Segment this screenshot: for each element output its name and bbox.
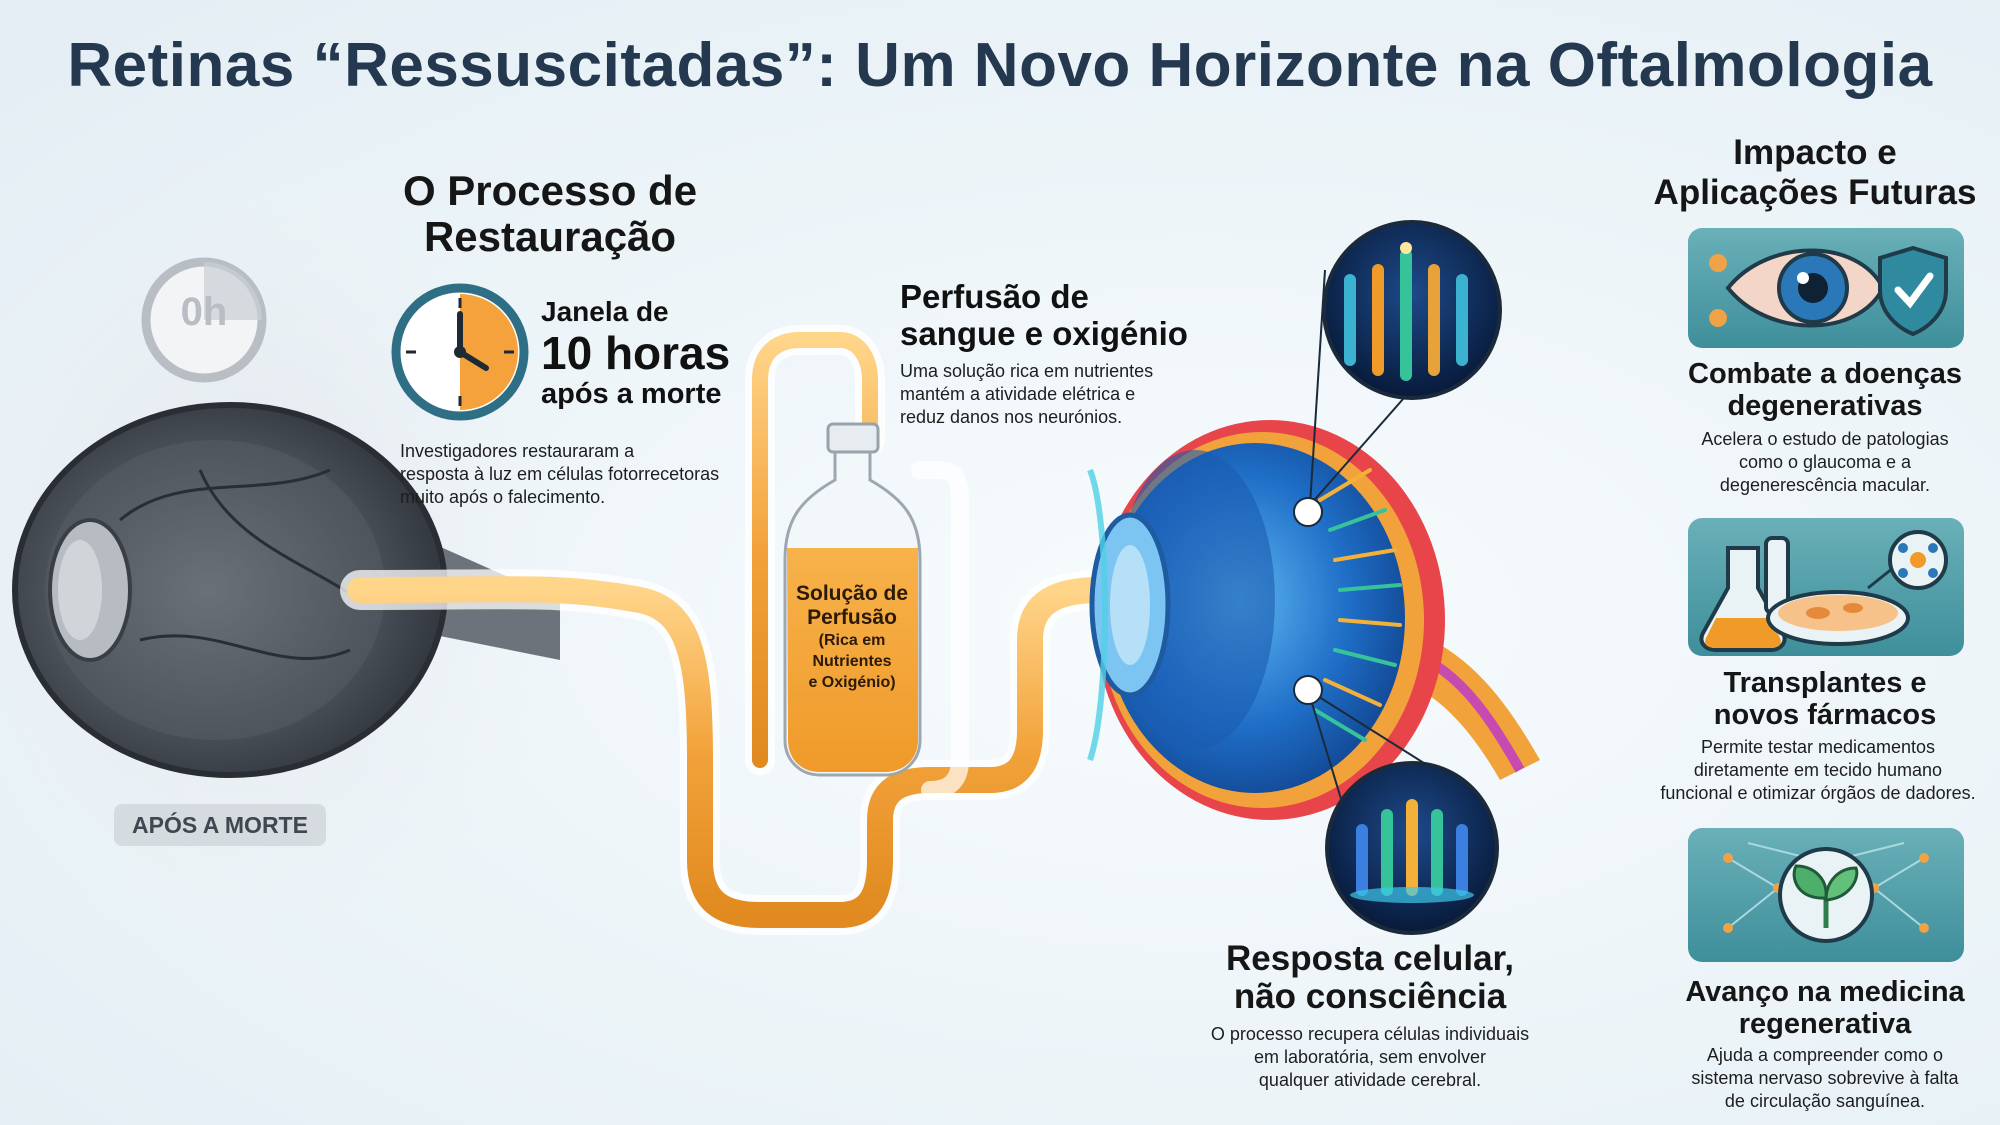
time-window: Janela de 10 horas após a morte [541,296,761,411]
response-description: O processo recupera células individuais … [1170,1023,1570,1092]
process-desc-line1: Investigadores restauraram a [400,441,635,461]
impact-card-regenerative [1688,828,1964,962]
bottle-label-line2: Perfusão [807,606,897,629]
response-desc-line1: O processo recupera células individuais [1210,1024,1530,1044]
after-death-badge-text: APÓS A MORTE [132,812,308,838]
page-title: Retinas “Ressuscitadas”: Um Novo Horizon… [67,31,1933,100]
molecule-icon [1867,530,1948,590]
bottle-label-line3: (Rica em [818,632,886,649]
response-heading-line1: Resposta celular, [1226,939,1514,978]
impact-3-title-line2: regenerativa [1738,1008,1912,1040]
impact-card-2-desc: Permite testar medicamentos diretamente … [1640,736,1996,805]
perfusion-description: Uma solução rica em nutrientes mantém a … [900,360,1220,429]
impact-1-desc-line3: degenerescência macular. [1719,475,1931,495]
perfusion-desc-line3: reduz danos nos neurónios. [900,407,1123,427]
impact-heading-line1: Impacto e [1733,133,1897,172]
response-heading-line2: não consciência [1233,977,1507,1016]
response-heading: Resposta celular, não consciência [1180,940,1560,1016]
process-heading-line1: O Processo de [402,167,698,214]
impact-heading-line2: Aplicações Futuras [1653,173,1977,212]
virus-icon [1709,254,1727,327]
impact-1-title-line1: Combate a doenças [1688,358,1962,390]
perfusion-bottle [783,422,922,777]
impact-2-title-line2: novos fármacos [1713,699,1937,731]
grey-clock-label: 0h [180,290,228,334]
impact-1-desc-line1: Acelera o estudo de patologias [1701,429,1949,449]
process-description: Investigadores restauraram a resposta à … [400,440,760,509]
impact-card-1-desc: Acelera o estudo de patologias como o gl… [1640,428,2000,497]
dead-eye [12,402,560,778]
bottle-label: Solução de Perfusão (Rica em Nutrientes … [786,582,918,693]
petri-dish-icon [1766,590,1910,646]
eye-icon [1725,248,1886,328]
zoom-circle-bottom [1325,761,1499,935]
impact-1-desc-line2: como o glaucoma e a [1738,452,1912,472]
process-desc-line3: muito após o falecimento. [400,487,606,507]
orange-clock-icon [390,282,530,422]
time-window-line1: Janela de [541,296,669,327]
live-eye [1087,420,1540,820]
time-window-hours: 10 horas [541,327,731,379]
impact-card-2-title: Transplantes e novos fármacos [1640,667,2000,731]
network-icon [1727,842,1925,929]
impact-card-transplants [1688,518,1964,656]
process-heading-line2: Restauração [423,213,677,260]
process-heading: O Processo de Restauração [360,168,740,260]
sprout-icon [1778,847,1874,943]
perfusion-desc-line1: Uma solução rica em nutrientes [900,361,1154,381]
response-desc-line2: em laboratória, sem envolver [1253,1047,1487,1067]
time-window-line3: após a morte [541,378,722,410]
impact-3-title-line1: Avanço na medicina [1685,976,1965,1008]
impact-card-degenerative [1688,228,1964,348]
impact-2-desc-line2: diretamente em tecido humano [1693,760,1943,780]
perfusion-heading-line1: Perfusão de [900,278,1089,315]
bottle-label-line5: e Oxigénio) [808,674,896,691]
impact-heading: Impacto e Aplicações Futuras [1640,133,1990,213]
impact-2-desc-line3: funcional e otimizar órgãos de dadores. [1660,783,1976,803]
impact-3-desc-line2: sistema nervaso sobrevive à falta [1691,1068,1959,1088]
perfusion-heading-line2: sangue e oxigénio [900,315,1188,352]
impact-3-desc-line3: de circulação sanguínea. [1724,1091,1926,1111]
perfusion-desc-line2: mantém a atividade elétrica e [900,384,1136,404]
grey-clock [141,257,267,383]
zoom-circle-top [1322,220,1502,400]
impact-2-desc-line1: Permite testar medicamentos [1700,737,1936,757]
impact-3-desc-line1: Ajuda a compreender como o [1706,1045,1944,1065]
flask-icon [1699,536,1790,652]
tubes [340,325,1170,935]
impact-2-title-line1: Transplantes e [1723,667,1927,699]
perfusion-heading: Perfusão de sangue e oxigénio [900,278,1220,352]
response-desc-line3: qualquer atividade cerebral. [1258,1070,1482,1090]
impact-card-3-title: Avanço na medicina regenerativa [1640,976,2000,1040]
bottle-label-line4: Nutrientes [812,653,892,670]
bottle-label-line1: Solução de [795,582,909,605]
impact-card-3-desc: Ajuda a compreender como o sistema nerva… [1640,1044,2000,1113]
impact-card-1-title: Combate a doenças degenerativas [1640,358,2000,422]
impact-1-title-line2: degenerativas [1727,390,1923,422]
shield-check-icon [1878,245,1948,337]
process-desc-line2: resposta à luz em células fotorrecetoras [400,464,720,484]
after-death-badge: APÓS A MORTE [114,804,326,846]
